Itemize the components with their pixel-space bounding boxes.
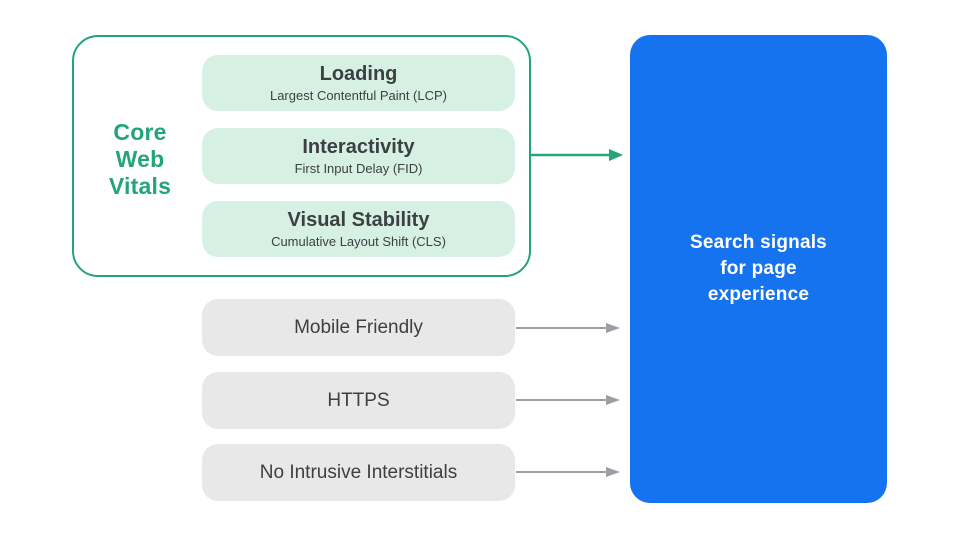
cwv-item-loading: Loading Largest Contentful Paint (LCP) [202,55,515,111]
cwv-item-subtitle: Largest Contentful Paint (LCP) [269,88,448,103]
cwv-item-title: Visual Stability [287,209,430,231]
cwv-item-title: Interactivity [302,136,415,158]
signal-item-label: HTTPS [327,390,390,411]
gray-right-arrow-icon [516,395,620,405]
cwv-item-subtitle: First Input Delay (FID) [294,161,423,176]
gray-right-arrow-icon [516,323,620,333]
cwv-item-visual-stability: Visual Stability Cumulative Layout Shift… [202,201,515,257]
cwv-item-interactivity: Interactivity First Input Delay (FID) [202,128,515,184]
signal-item-label: No Intrusive Interstitials [259,462,458,483]
signal-item-https: HTTPS [202,372,515,429]
signal-item-no-intrusive-interstitials: No Intrusive Interstitials [202,444,515,501]
search-signals-panel-label: Search signals for page experience [690,232,827,305]
cwv-item-title: Loading [319,63,398,85]
gray-right-arrow-icon [516,467,620,477]
signal-item-label: Mobile Friendly [294,317,423,338]
green-right-arrow-icon [531,149,623,161]
core-web-vitals-group-outline [72,35,531,277]
cwv-item-subtitle: Cumulative Layout Shift (CLS) [271,234,446,249]
core-web-vitals-label: Core Web Vitals [108,119,172,199]
search-signals-panel: Search signals for page experience [630,35,887,503]
signal-item-mobile-friendly: Mobile Friendly [202,299,515,356]
